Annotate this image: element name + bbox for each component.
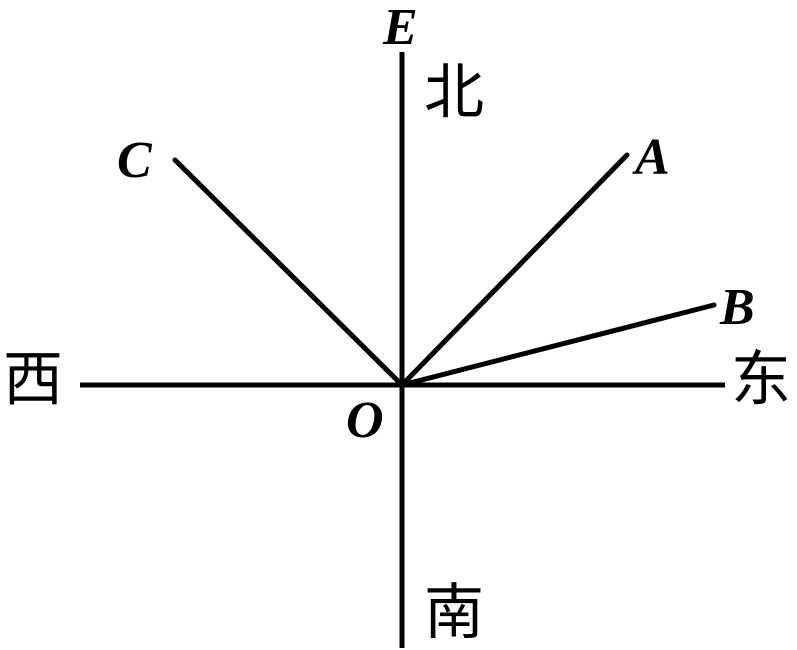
label-e: E <box>383 0 418 56</box>
label-direction-west: 西 <box>3 345 63 415</box>
label-a: A <box>635 129 670 186</box>
axes-group <box>80 52 725 648</box>
label-b: B <box>720 279 755 336</box>
label-direction-north: 北 <box>424 58 484 128</box>
label-c: C <box>117 132 152 189</box>
label-direction-east: 东 <box>731 345 791 415</box>
rays-group <box>172 152 717 388</box>
label-direction-south: 南 <box>424 578 484 648</box>
ray-oc <box>172 157 405 388</box>
label-origin: O <box>346 392 384 449</box>
ray-ob <box>399 302 717 388</box>
ray-oa <box>399 152 630 388</box>
